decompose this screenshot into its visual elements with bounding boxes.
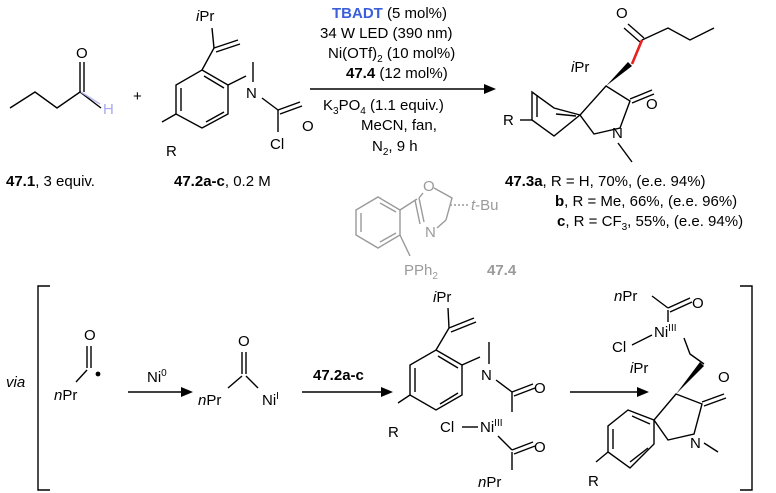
ketone-oxygen-label: O bbox=[616, 5, 628, 22]
acyl-propyl-label: nPr bbox=[54, 387, 77, 404]
r-group-label: R bbox=[166, 143, 177, 160]
ligand-caption: 47.4 bbox=[487, 262, 517, 279]
int1-r-group-label: R bbox=[388, 424, 399, 441]
product-entry-c: c, R = CF3, 55%, (e.e. 94%) bbox=[557, 213, 743, 233]
condition-light: 34 W LED (390 nm) bbox=[320, 25, 453, 42]
amide-nitrogen-label: N bbox=[246, 85, 257, 102]
acyl-nickel-i: O nPr NiI bbox=[198, 333, 279, 409]
acylni-nickel-label: NiI bbox=[262, 391, 279, 409]
int2-chloride-label: Cl bbox=[612, 339, 626, 356]
chloride-label: Cl bbox=[270, 136, 284, 153]
reactant-butanal: O H bbox=[9, 45, 114, 118]
acylni-propyl-label: nPr bbox=[198, 392, 221, 409]
condition-atmosphere: N2, 9 h bbox=[372, 138, 418, 158]
condition-catalyst: TBADT (5 mol%) bbox=[332, 5, 447, 22]
reaction-conditions: TBADT (5 mol%) 34 W LED (390 nm) Ni(OTf)… bbox=[310, 5, 496, 158]
acyl-oxygen-label: O bbox=[84, 327, 96, 344]
condition-solvent: MeCN, fan, bbox=[361, 117, 437, 134]
ni0-label: Ni0 bbox=[147, 368, 167, 386]
condition-nickel: Ni(OTf)2 (10 mol%) bbox=[328, 45, 455, 65]
acyl-radical: O nPr bbox=[54, 327, 101, 404]
ligand-oxygen-label: O bbox=[423, 178, 435, 195]
product-r-group-label: R bbox=[503, 112, 514, 129]
via-label: via bbox=[6, 374, 25, 391]
product-isopropyl-label: iPr bbox=[571, 59, 589, 76]
right-bracket bbox=[740, 285, 753, 491]
int2-propyl-label: nPr bbox=[614, 288, 637, 305]
tert-butyl-label: t-Bu bbox=[471, 197, 499, 214]
int1-propyl-label: nPr bbox=[478, 474, 501, 491]
nickel-iii-intermediate-1: iPr N O Cl NiIII O nPr R bbox=[388, 289, 546, 491]
int2-lactam-oxygen-label: O bbox=[718, 369, 730, 386]
nickel-iii-intermediate-2: nPr O NiIII Cl iPr O N R bbox=[588, 288, 730, 490]
aldehyde-hydrogen-label: H bbox=[103, 101, 114, 118]
left-bracket bbox=[37, 285, 50, 491]
product-entry-b: b, R = Me, 66%, (e.e. 96%) bbox=[555, 193, 737, 210]
ligand-structure: O N t-Bu PPh2 47.4 bbox=[355, 178, 517, 282]
aldehyde-oxygen-label: O bbox=[76, 45, 88, 62]
reactant-carbamoyl-chloride: iPr N O Cl R bbox=[161, 8, 314, 160]
plus-sign: + bbox=[133, 88, 142, 105]
int1-isopropyl-label: iPr bbox=[433, 289, 451, 306]
int1-oxygen-label: O bbox=[534, 380, 546, 397]
carbonyl-oxygen-label: O bbox=[302, 118, 314, 135]
isopropyl-label: iPr bbox=[196, 8, 214, 25]
phosphine-label: PPh2 bbox=[404, 262, 438, 282]
int1-nitrogen-label: N bbox=[481, 367, 492, 384]
product-nitrogen-label: N bbox=[612, 125, 623, 142]
reactant2-caption: 47.2a-c, 0.2 M bbox=[174, 173, 271, 190]
int1-nickel-label: NiIII bbox=[480, 418, 503, 436]
int2-nickel-label: NiIII bbox=[654, 323, 677, 341]
condition-base: K3PO4 (1.1 equiv.) bbox=[323, 97, 444, 117]
int2-nitrogen-label: N bbox=[690, 435, 701, 452]
product-oxindole: O iPr O N R bbox=[503, 5, 715, 163]
arrow2-label: 47.2a-c bbox=[313, 367, 364, 384]
ligand-nitrogen-label: N bbox=[425, 224, 436, 241]
int2-isopropyl-label: iPr bbox=[630, 360, 648, 377]
int2-r-group-label: R bbox=[588, 473, 599, 490]
int1-oxygen2-label: O bbox=[534, 439, 546, 456]
condition-ligand: 47.4 (12 mol%) bbox=[346, 65, 448, 82]
radical-dot bbox=[95, 371, 101, 377]
reactant1-caption: 47.1, 3 equiv. bbox=[6, 173, 95, 190]
int2-oxygen-label: O bbox=[692, 295, 704, 312]
acylni-oxygen-label: O bbox=[238, 333, 250, 350]
lactam-oxygen-label: O bbox=[646, 96, 658, 113]
int1-chloride-label: Cl bbox=[440, 419, 454, 436]
product-entry-a: 47.3a, R = H, 70%, (e.e. 94%) bbox=[505, 173, 706, 190]
